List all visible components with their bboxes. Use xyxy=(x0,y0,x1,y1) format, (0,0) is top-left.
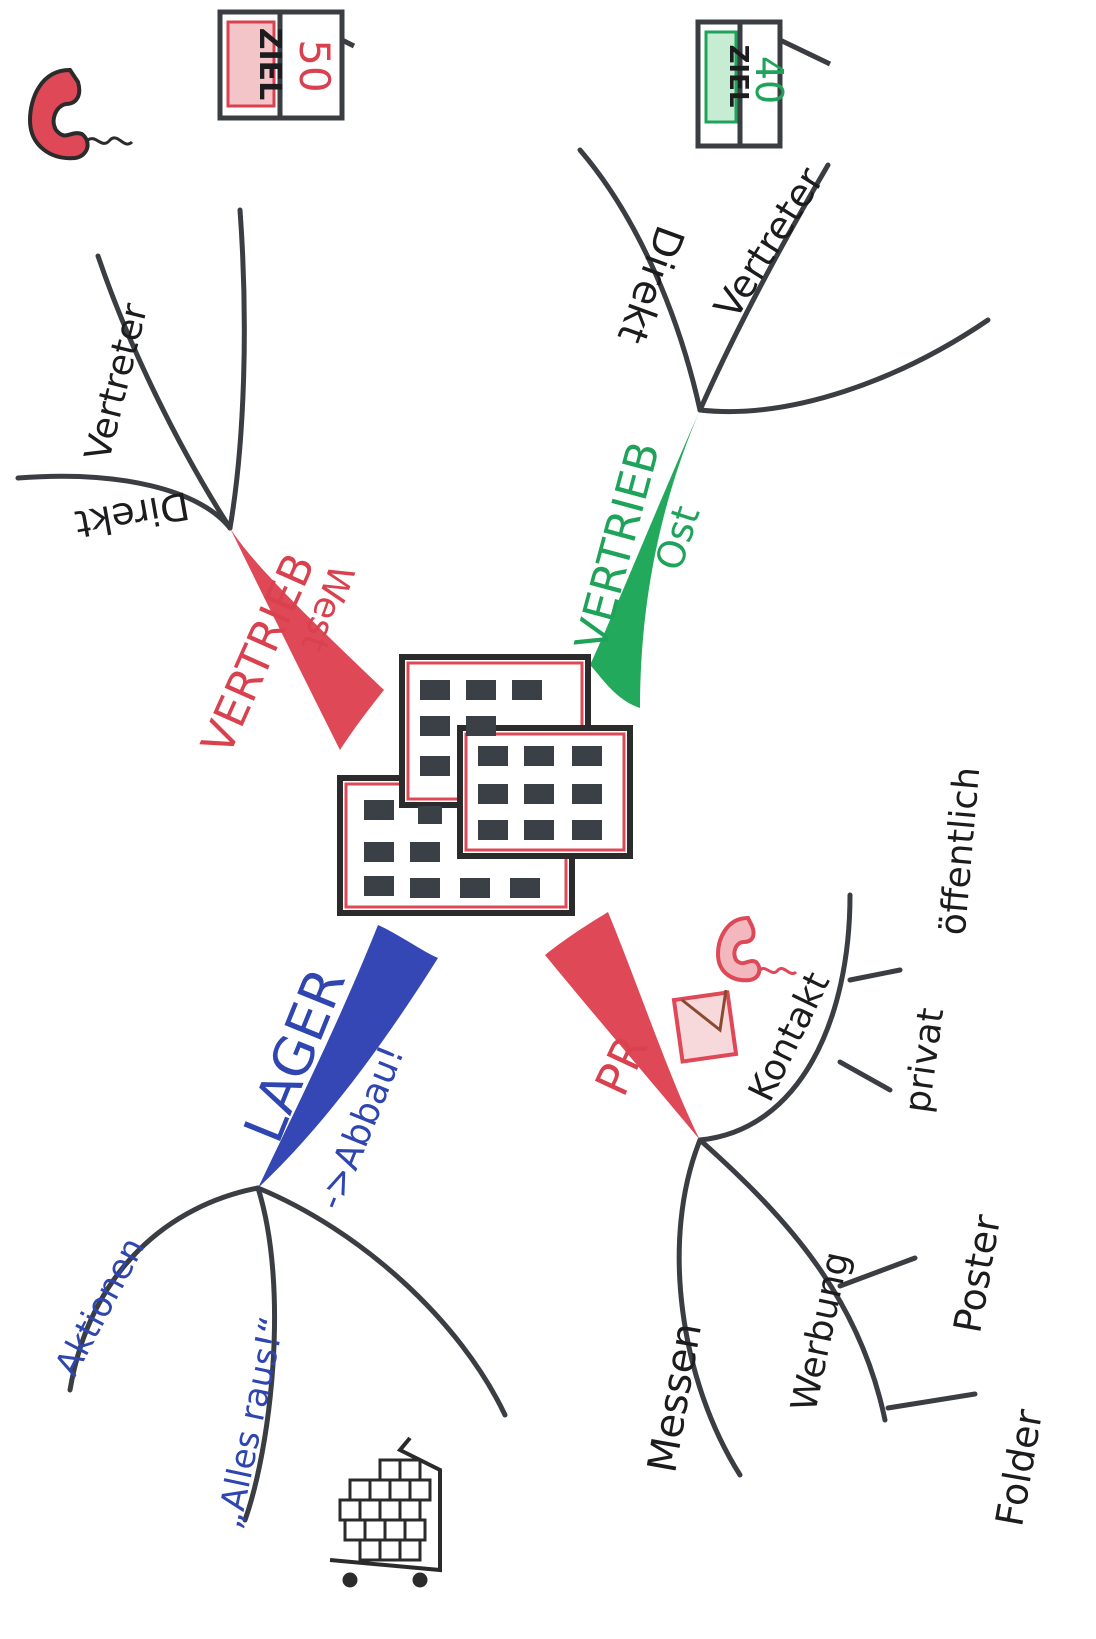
west-branch-lines xyxy=(15,207,247,531)
ost-goal-label: ZIEL xyxy=(723,45,753,108)
telephone-icon xyxy=(27,67,134,161)
ost-wedge xyxy=(590,410,700,708)
ost-child-vertreter: Vertreter xyxy=(706,159,833,326)
west-goal-value: 50 xyxy=(290,39,339,92)
west-goal-label: ZIEL xyxy=(252,28,287,101)
ost-goal-value: 40 xyxy=(747,56,791,104)
lager-child-alles-raus: „Alles raus!“ xyxy=(209,1313,293,1532)
envelope-icon xyxy=(671,989,739,1064)
lager-child-aktionen: Aktionen xyxy=(47,1231,153,1383)
lager-wedge xyxy=(258,925,438,1188)
west-goal-box: ZIEL 50 xyxy=(217,9,356,121)
west-child-vertreter: Vertreter xyxy=(78,299,157,464)
pr-werbung-folder: Folder xyxy=(987,1406,1051,1530)
office-buildings-icon xyxy=(337,654,633,916)
ost-subtitle: Ost xyxy=(647,500,709,575)
ost-goal-box: ZIEL 40 xyxy=(695,19,832,149)
pr-kontakt-oeffentlich: öffentlich xyxy=(933,765,989,936)
ost-branch-lines xyxy=(577,147,991,415)
pr-telephone-icon xyxy=(715,915,798,983)
pr-werbung-poster: Poster xyxy=(945,1211,1009,1336)
shopping-cart-icon xyxy=(329,1436,442,1588)
pr-kontakt-privat: privat xyxy=(897,1005,952,1115)
pr-child-messen: Messen xyxy=(639,1320,710,1476)
west-child-direkt: Direkt xyxy=(72,483,193,546)
west-wedge xyxy=(230,528,384,750)
pr-wedge xyxy=(545,912,700,1140)
lager-branch-lines xyxy=(67,1185,508,1523)
pr-child-werbung: Werbung xyxy=(784,1248,858,1415)
pr-branch-lines xyxy=(676,892,978,1478)
